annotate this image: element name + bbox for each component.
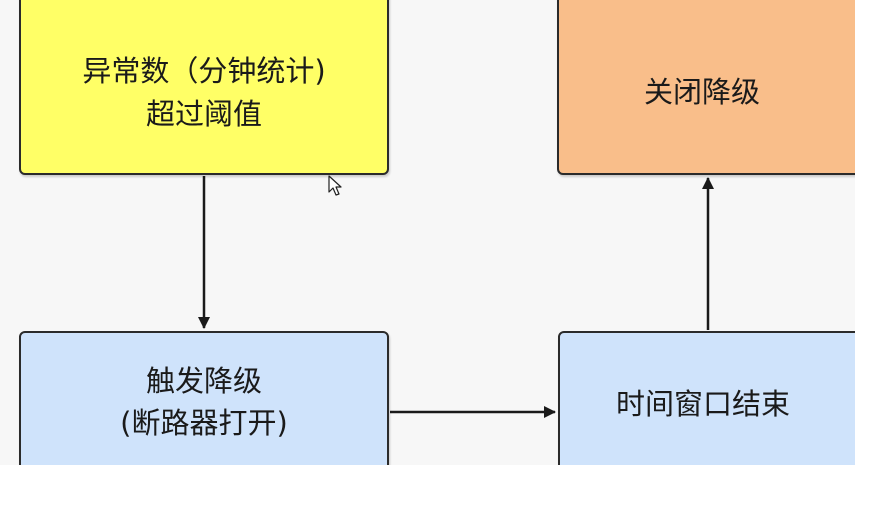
flowchart-canvas: 异常数（分钟统计) 超过阈值 关闭降级 触发降级 (断路器打开) 时间窗口结束 — [19, 0, 855, 465]
node-anomaly-threshold-line-2: 超过阈值 — [145, 96, 262, 131]
mouse-cursor-icon — [328, 175, 342, 196]
node-window-end-label: 时间窗口结束 — [615, 386, 790, 421]
node-trigger-degrade-line-1: 触发降级 — [145, 363, 262, 398]
node-trigger-degrade-line-2: (断路器打开) — [120, 406, 288, 440]
node-close-degrade: 关闭降级 — [557, 0, 855, 175]
node-window-end: 时间窗口结束 — [558, 331, 855, 465]
edges-layer — [198, 176, 714, 418]
node-anomaly-threshold: 异常数（分钟统计) 超过阈值 — [19, 0, 389, 175]
node-trigger-degrade: 触发降级 (断路器打开) — [19, 331, 389, 465]
node-close-degrade-label: 关闭降级 — [643, 75, 760, 110]
node-anomaly-threshold-line-1: 异常数（分钟统计) — [82, 54, 326, 89]
